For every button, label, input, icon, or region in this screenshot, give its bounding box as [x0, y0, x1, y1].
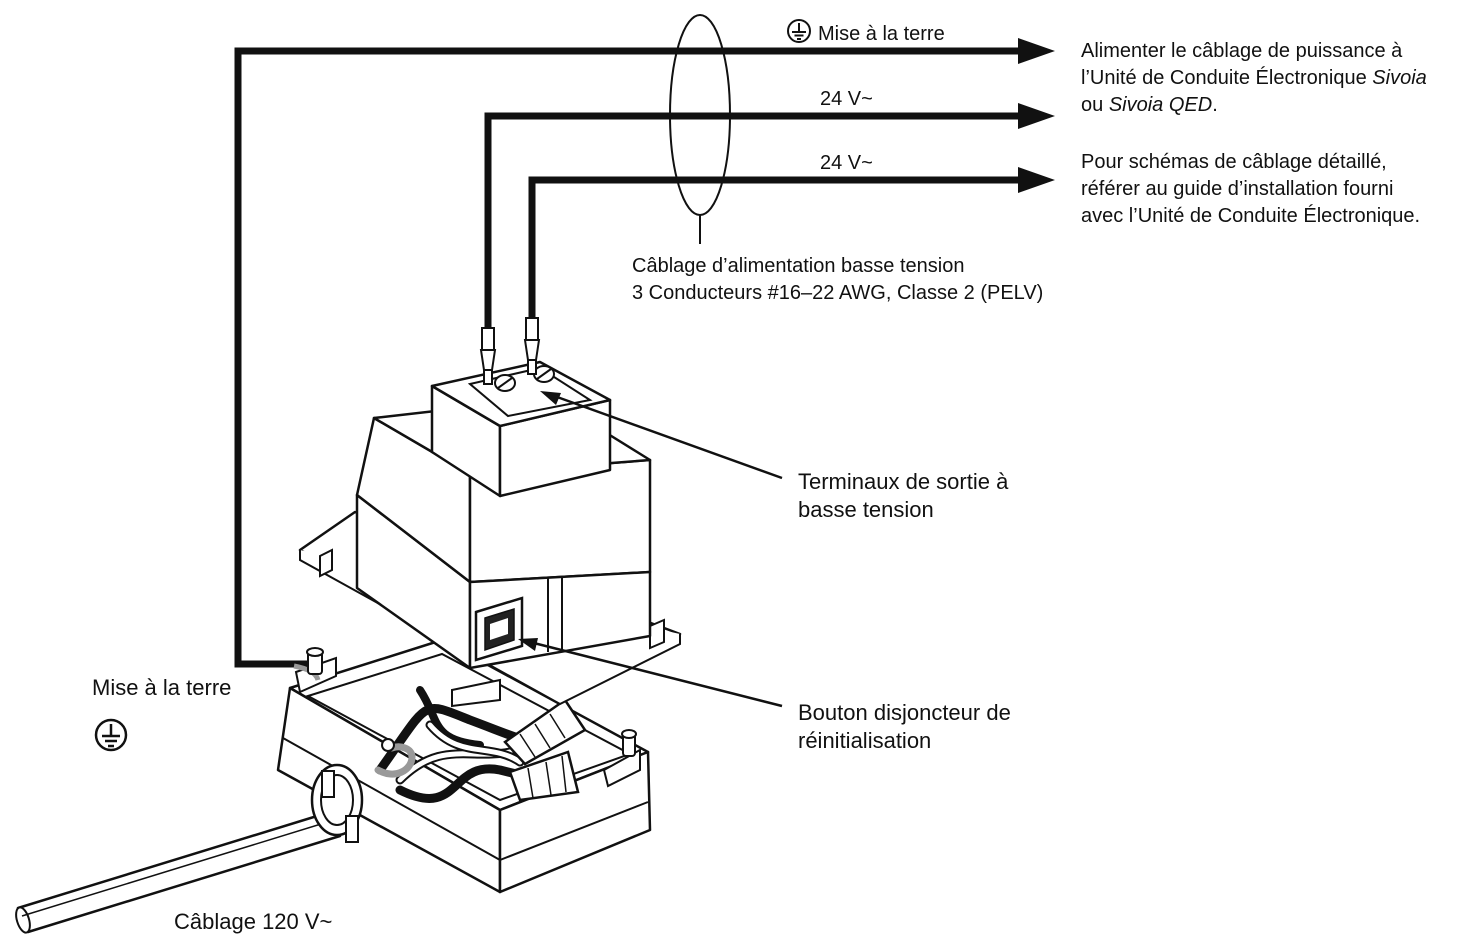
wire-nut: [503, 698, 587, 766]
ground-wire: [234, 38, 1055, 668]
ground-wire-label: Mise à la terre: [818, 23, 945, 45]
info-bottom-line3: avec l’Unité de Conduite Électronique.: [1081, 204, 1420, 227]
arrow-head-icon: [1018, 103, 1055, 129]
info-top-line3: ou Sivoia QED.: [1081, 94, 1218, 116]
info-bottom-line1: Pour schémas de câblage détaillé,: [1081, 151, 1387, 173]
crimp-connector: [523, 317, 541, 375]
arrow-head-icon: [1018, 38, 1055, 64]
reset-leader: [518, 638, 783, 708]
reset-breaker-button: [474, 596, 524, 662]
v24-bottom-label: 24 V~: [820, 152, 873, 174]
bundle-label-line1: Câblage d’alimentation basse tension: [632, 255, 964, 277]
info-bottom-line2: référer au guide d’installation fourni: [1081, 178, 1393, 200]
reset-label-line1: Bouton disjoncteur de: [798, 700, 1011, 725]
bundle-label-line2: 3 Conducteurs #16–22 AWG, Classe 2 (PELV…: [632, 282, 1043, 304]
transformer: [298, 317, 682, 708]
terminals-leader: [540, 391, 783, 480]
terminals-label-line2: basse tension: [798, 497, 934, 522]
ground-symbol-icon: [94, 718, 128, 752]
junction-box: [276, 638, 652, 894]
reset-label-line2: réinitialisation: [798, 728, 931, 753]
arrow-head-icon: [1018, 167, 1055, 193]
input-cable-label: Câblage 120 V~: [174, 909, 332, 934]
wire-24v-bottom: [528, 167, 1055, 320]
info-top-line1: Alimenter le câblage de puissance à: [1081, 40, 1403, 62]
v24-top-label: 24 V~: [820, 88, 873, 110]
wire-nut: [508, 750, 580, 802]
wire-bundle-marker: [669, 14, 731, 244]
ground-symbol-icon: [787, 19, 811, 43]
crimp-connector: [479, 327, 497, 385]
wire-24v-top: [484, 103, 1055, 328]
info-top-line2: l’Unité de Conduite Électronique Sivoia: [1081, 66, 1427, 89]
terminals-label-line1: Terminaux de sortie à: [798, 469, 1009, 494]
ground-side-label: Mise à la terre: [92, 675, 231, 700]
